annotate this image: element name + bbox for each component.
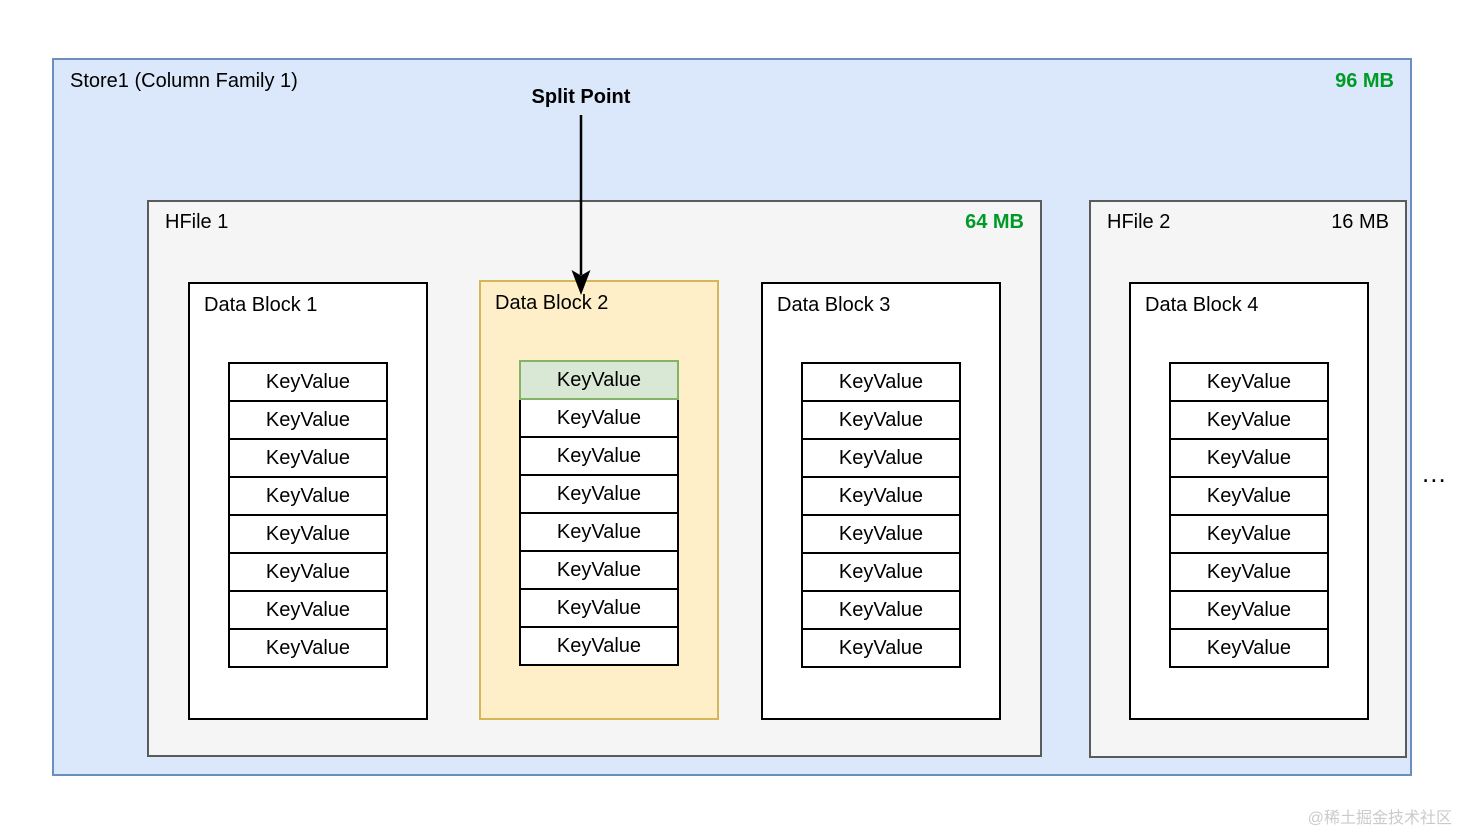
keyvalue-cell: KeyValue xyxy=(801,362,961,402)
keyvalue-cell: KeyValue xyxy=(1169,590,1329,630)
data-block-4-title: Data Block 4 xyxy=(1145,294,1259,316)
keyvalue-cell: KeyValue xyxy=(519,360,679,400)
data-block-2-title: Data Block 2 xyxy=(495,292,609,314)
store-container: Store1 (Column Family 1) 96 MB HFile 1 6… xyxy=(52,58,1446,776)
keyvalue-cell: KeyValue xyxy=(228,476,388,516)
hfile-2-size-label: 16 MB xyxy=(1331,211,1389,233)
keyvalue-cell: KeyValue xyxy=(1169,400,1329,440)
data-block-1-title: Data Block 1 xyxy=(204,294,318,316)
keyvalue-cell: KeyValue xyxy=(519,512,679,552)
data-block-3-title: Data Block 3 xyxy=(777,294,891,316)
hfile-1-name: HFile 1 xyxy=(165,211,229,233)
keyvalue-cell: KeyValue xyxy=(801,552,961,592)
keyvalue-cell: KeyValue xyxy=(228,628,388,668)
keyvalue-cell: KeyValue xyxy=(1169,514,1329,554)
keyvalue-cell: KeyValue xyxy=(228,438,388,478)
keyvalue-cell: KeyValue xyxy=(228,362,388,402)
keyvalue-cell: KeyValue xyxy=(519,550,679,590)
keyvalue-cell: KeyValue xyxy=(519,626,679,666)
watermark: @稀土掘金技术社区 xyxy=(1307,810,1452,827)
more-hfiles-ellipsis: ... xyxy=(1422,458,1447,488)
split-point-label: Split Point xyxy=(531,86,631,108)
keyvalue-cell: KeyValue xyxy=(1169,552,1329,592)
keyvalue-cell: KeyValue xyxy=(801,438,961,478)
keyvalue-cell: KeyValue xyxy=(228,400,388,440)
keyvalue-cell: KeyValue xyxy=(801,590,961,630)
store-title: Store1 (Column Family 1) xyxy=(70,70,298,92)
keyvalue-cell: KeyValue xyxy=(1169,476,1329,516)
keyvalue-cell: KeyValue xyxy=(801,400,961,440)
keyvalue-cell: KeyValue xyxy=(228,552,388,592)
keyvalue-cell: KeyValue xyxy=(519,588,679,628)
store-size-label: 96 MB xyxy=(1335,70,1394,92)
keyvalue-cell: KeyValue xyxy=(228,514,388,554)
keyvalue-cell: KeyValue xyxy=(1169,628,1329,668)
keyvalue-cell: KeyValue xyxy=(228,590,388,630)
keyvalue-cell: KeyValue xyxy=(1169,362,1329,402)
keyvalue-cell: KeyValue xyxy=(1169,438,1329,478)
keyvalue-cell: KeyValue xyxy=(519,436,679,476)
hfile-2-name: HFile 2 xyxy=(1107,211,1171,233)
keyvalue-cell: KeyValue xyxy=(801,628,961,668)
keyvalue-cell: KeyValue xyxy=(519,474,679,514)
keyvalue-cell: KeyValue xyxy=(801,514,961,554)
hfile-1-size-label: 64 MB xyxy=(965,211,1024,233)
keyvalue-cell: KeyValue xyxy=(801,476,961,516)
keyvalue-cell: KeyValue xyxy=(519,398,679,438)
